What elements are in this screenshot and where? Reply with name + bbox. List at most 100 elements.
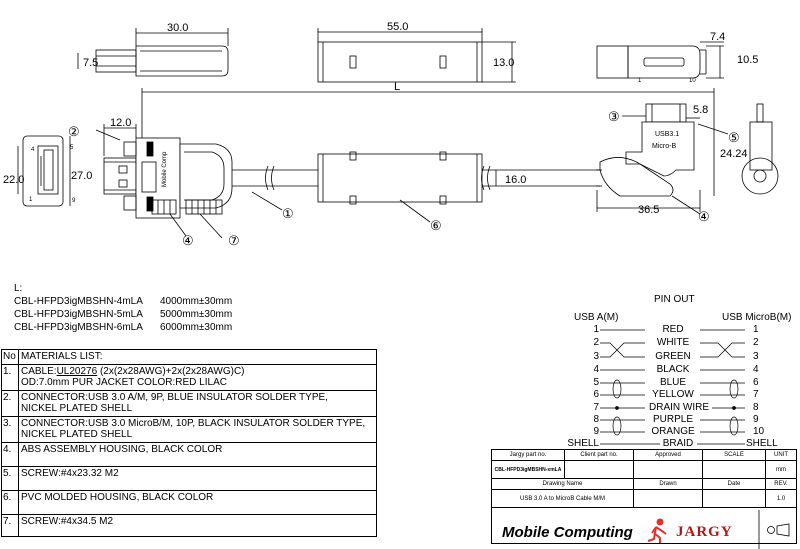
microb-end-view (741, 103, 779, 195)
material-item-7: SCREW:#4x34.5 M2 (18, 513, 377, 537)
callout-3: ③ (608, 109, 620, 124)
materials-table: No MATERIALS LIST: 1. CABLE:UL20276 (2x(… (1, 349, 377, 537)
pin-right-3: 3 (753, 351, 759, 362)
material-no: 5. (1, 465, 19, 491)
pin-4-label: 4 (31, 147, 35, 153)
wire-color-5: BLUE (659, 377, 687, 388)
material-text: NICKEL PLATED SHELL (21, 403, 133, 414)
dim-5-8: 5.8 (693, 104, 708, 116)
dim-16: 16.0 (505, 174, 526, 186)
micro-b-label: Micro-B (652, 143, 676, 150)
microb-side-view (596, 103, 695, 197)
pin-1-label: 1 (29, 197, 33, 203)
rev-value: 1.0 (765, 489, 797, 508)
wire-color-1: RED (662, 324, 684, 335)
dim-22: 22.0 (3, 174, 24, 186)
drawing-name-label: Drawing Name (491, 478, 634, 490)
pin-left-2: 2 (593, 337, 599, 348)
length-value: 4000mm±30mm (160, 296, 233, 307)
wire-color-8: PURPLE (652, 414, 693, 425)
dim-12: 12.0 (110, 117, 131, 129)
material-text: CONNECTOR:USB 3.0 MicroB/M, 10P, BLACK I… (21, 417, 366, 429)
pin-right-1: 1 (753, 324, 759, 335)
length-list: L: CBL-HFPD3igMBSHN-4mLA 4000mm±30mm CBL… (14, 282, 232, 334)
pinout-right-title: USB MicroB(M) (722, 312, 792, 323)
dim-10-5: 10.5 (737, 54, 758, 66)
pin-right-9: 10 (753, 426, 765, 437)
date-label: Date (702, 478, 766, 490)
pin-right-shell: SHELL (746, 438, 778, 449)
dim-13: 13.0 (493, 57, 514, 69)
pin-right-5: 6 (753, 377, 759, 388)
material-item-5: SCREW:#4x23.32 M2 (18, 465, 377, 491)
callout-4a: ④ (182, 233, 194, 248)
pin-right-4: 4 (753, 364, 759, 375)
material-no: 7. (1, 513, 19, 537)
client-part-label: Client part no. (564, 449, 634, 461)
wire-color-3: GREEN (655, 351, 691, 362)
material-text: NICKEL PLATED SHELL (21, 429, 133, 440)
material-text: CONNECTOR:USB 3.0 A/M, 9P, BLUE INSULATO… (21, 391, 328, 403)
material-item-2: CONNECTOR:USB 3.0 A/M, 9P, BLUE INSULATO… (18, 389, 377, 417)
pin-right-8: 9 (753, 414, 759, 425)
callout-7: ⑦ (228, 233, 240, 248)
material-no: 4. (1, 441, 19, 467)
callout-4b: ④ (698, 209, 710, 224)
materials-header: MATERIALS LIST: (18, 349, 377, 365)
scale-value (702, 460, 766, 479)
dim-24-24: 24.24 (720, 148, 748, 160)
material-no: 1. (1, 363, 19, 391)
length-heading: L: (14, 283, 23, 294)
material-item-1: CABLE:UL20276 (2x(2x28AWG)+2x(2x28AWG)C)… (18, 363, 377, 391)
pin-left-6: 6 (593, 389, 599, 400)
pin-5-label: 5 (70, 145, 74, 151)
dim-27: 27.0 (71, 170, 92, 182)
jargy-part-label: Jargy part no. (491, 449, 565, 461)
length-row: CBL-HFPD3igMBSHN-6mLA 6000mm±30mm (14, 321, 232, 334)
unit-label: UNIT (765, 449, 797, 461)
drawn-value (633, 489, 703, 508)
usb-a-side-view (103, 137, 233, 219)
material-text: OD:7.0mm PUR JACKET COLOR:RED LILAC (21, 377, 227, 388)
pin-9-label: 9 (72, 198, 76, 204)
rev-label: REV. (765, 478, 797, 490)
pin-left-1: 1 (593, 324, 599, 335)
length-value: 6000mm±30mm (160, 322, 233, 333)
pin-right-6: 7 (753, 389, 759, 400)
date-value (702, 489, 766, 508)
housing-text: Mobile Comp (162, 151, 168, 187)
mobile-computing-logo: Mobile Computing (502, 524, 633, 541)
part-number: CBL-HFPD3igMBSHN-xmLA (491, 460, 565, 479)
approved-label: Approved (633, 449, 703, 461)
material-text: CABLE: (21, 365, 57, 377)
drawn-label: Drawn (633, 478, 703, 490)
jargy-logo: JARGY (676, 524, 733, 540)
usb-a-end-view (22, 135, 64, 207)
dim-55: 55.0 (387, 21, 408, 33)
length-row: CBL-HFPD3igMBSHN-4mLA 4000mm±30mm (14, 295, 232, 308)
material-no: 3. (1, 415, 19, 443)
material-item-3: CONNECTOR:USB 3.0 MicroB/M, 10P, BLACK I… (18, 415, 377, 443)
length-part: CBL-HFPD3igMBSHN-6mLA (14, 322, 143, 333)
wire-color-7: DRAIN WIRE (649, 402, 709, 413)
pin-1-micro: 1 (638, 78, 642, 84)
drawing-name: USB 3.0 A to MicroB Cable M/M (491, 489, 634, 508)
wire-color-4: BLACK (656, 364, 690, 375)
length-part: CBL-HFPD3igMBSHN-4mLA (14, 296, 143, 307)
pin-left-7: 7 (593, 402, 599, 413)
wire-color-6: YELLOW (652, 389, 694, 400)
length-part: CBL-HFPD3igMBSHN-5mLA (14, 309, 143, 320)
length-row: CBL-HFPD3igMBSHN-5mLA 5000mm±30mm (14, 308, 232, 321)
callout-6: ⑥ (430, 218, 442, 233)
dim-7-4: 7.4 (710, 31, 725, 43)
dim-36-5: 36.5 (638, 204, 659, 216)
microb-top-view (596, 45, 707, 79)
client-part-value (564, 460, 634, 479)
title-block: Jargy part no. Client part no. Approved … (491, 449, 797, 544)
pin-left-3: 3 (593, 351, 599, 362)
callout-2: ② (68, 124, 80, 139)
usb-3-1-label: USB3.1 (655, 131, 679, 138)
pin-left-4: 4 (593, 364, 599, 375)
cable-run (232, 151, 600, 205)
